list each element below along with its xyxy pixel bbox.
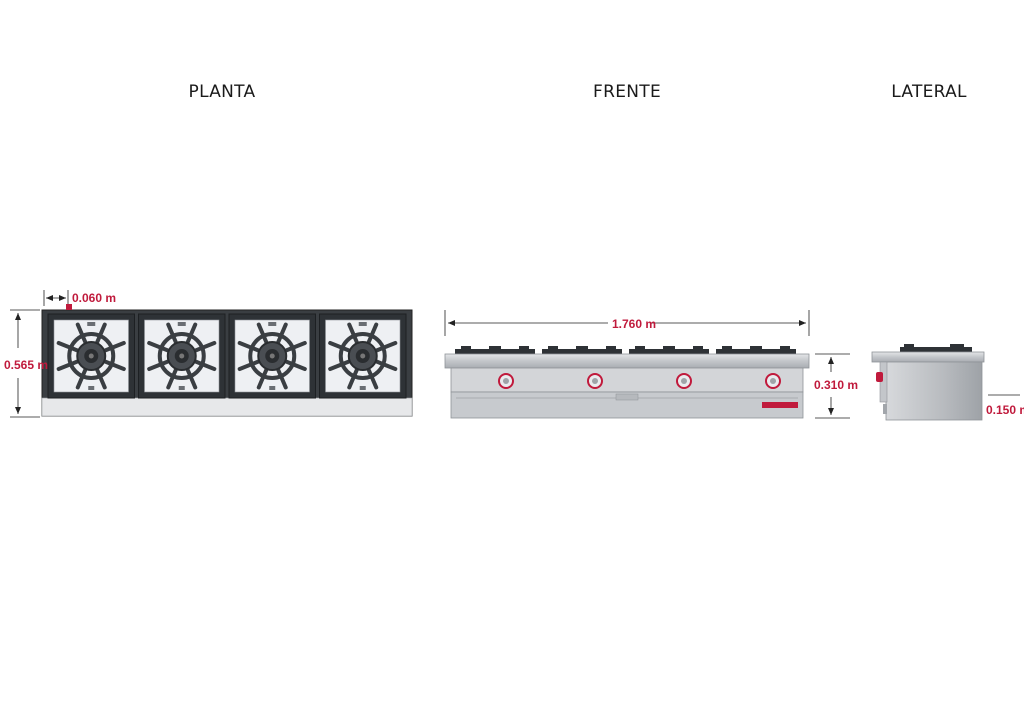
control-knob [676, 373, 692, 389]
side-body [885, 361, 983, 421]
burner-group [47, 313, 407, 399]
frente-view: 1.760 m 0.310 m [444, 310, 858, 419]
control-knob [587, 373, 603, 389]
width-dimension: 1.760 m [612, 317, 656, 331]
side-front-panel [879, 361, 888, 403]
burner-module [228, 313, 316, 399]
side-grate [900, 347, 972, 352]
front-top-rim [444, 353, 810, 369]
base-height-dimension: 0.150 m [986, 403, 1024, 417]
control-knob [765, 373, 781, 389]
lateral-view-title: LATERAL [891, 82, 967, 102]
front-grate-silhouette [455, 346, 796, 354]
front-grate [455, 349, 535, 354]
side-top [871, 351, 985, 363]
burner-module [319, 313, 407, 399]
planta-view-title: PLANTA [188, 82, 256, 102]
edge-offset-dimension: 0.060 m [72, 291, 116, 305]
burner-module [47, 313, 135, 399]
planta-view: 0.060 m 0.565 m [4, 290, 413, 418]
control-knob [498, 373, 514, 389]
height-dimension: 0.310 m [814, 378, 858, 392]
knob-group [498, 373, 781, 389]
front-grate [629, 349, 709, 354]
front-grate [716, 349, 796, 354]
brand-plate [762, 402, 798, 408]
burner-module [138, 313, 226, 399]
depth-dimension: 0.565 m [4, 358, 48, 372]
side-knob [876, 372, 883, 382]
frente-view-title: FRENTE [593, 82, 661, 102]
lateral-view: 0.150 m [871, 344, 1024, 421]
cooktop-front-edge [41, 397, 413, 417]
front-grate [542, 349, 622, 354]
